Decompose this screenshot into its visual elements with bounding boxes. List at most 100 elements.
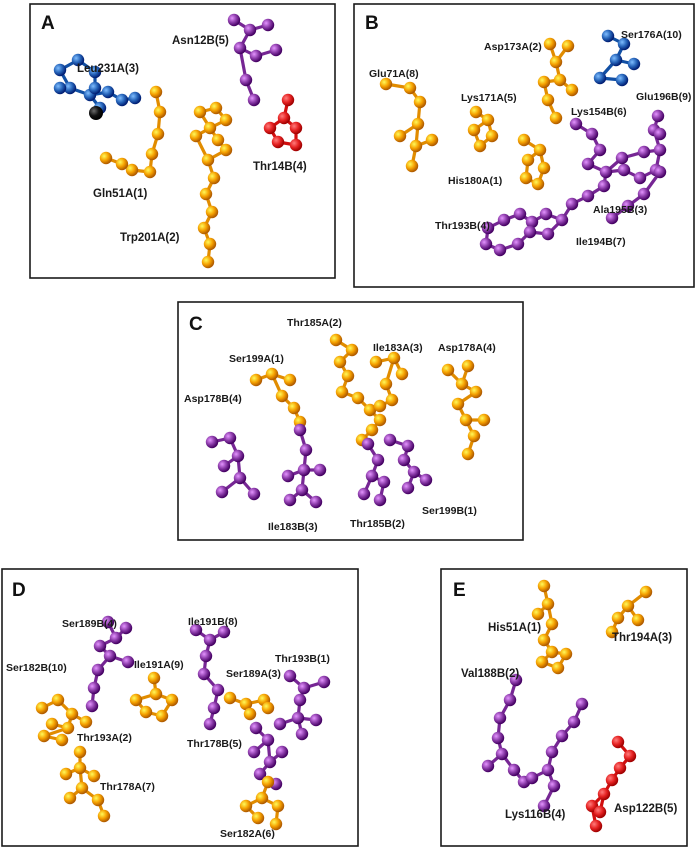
molecule-glu196b-atom <box>605 211 619 225</box>
molecule-asn12b-atom <box>269 43 283 57</box>
molecule-gln51a-atom <box>99 151 113 165</box>
molecule-thr185a-atom <box>365 423 379 437</box>
molecule-asp122b-atom <box>611 735 625 749</box>
molecule-lys154b-chain-atom <box>513 207 527 221</box>
molecule-thr185b-atom <box>357 487 371 501</box>
panel-e-letter: E <box>453 580 466 601</box>
molecule-ser189b-atom <box>87 681 101 695</box>
label-asp122b: Asp122B(5) <box>614 803 677 815</box>
molecule-thr178a <box>59 745 111 823</box>
molecule-trp201a-atom <box>201 153 215 167</box>
label-ser199a: Ser199A(1) <box>229 353 284 365</box>
molecule-ile183b-atom <box>309 495 323 509</box>
molecule-asn12b-atom <box>247 93 261 107</box>
molecule-gln51a-atom <box>151 127 165 141</box>
molecule-ile191a-atom <box>155 709 169 723</box>
molecule-val188b-atom <box>493 711 507 725</box>
molecule-thr14b-atom <box>263 121 277 135</box>
molecule-lys154b-chain-atom <box>539 207 553 221</box>
label-ser189a: Ser189A(3) <box>226 668 281 680</box>
molecule-his180a <box>517 133 551 191</box>
molecule-lys171a-atom <box>481 113 495 127</box>
molecule-thr178b-atom <box>253 767 267 781</box>
molecule-thr185a-atom <box>335 385 349 399</box>
molecule-trp201a-atom <box>219 143 233 157</box>
molecule-ser189b-atom <box>101 615 115 629</box>
molecule-thr193b <box>273 669 331 741</box>
label-ser199b: Ser199B(1) <box>422 505 477 517</box>
panel-d-letter: D <box>12 580 26 601</box>
molecule-asp173a-atom <box>553 73 567 87</box>
molecule-thr178a-atom <box>87 769 101 783</box>
molecule-ile191a <box>129 671 179 723</box>
molecule-lys154b-chain-atom <box>555 213 569 227</box>
label-val188b: Val188B(2) <box>461 668 519 680</box>
molecule-ser199b <box>383 433 433 495</box>
molecule-ser182a-atom <box>261 775 275 789</box>
molecule-glu71a <box>379 77 439 173</box>
molecule-ser189b-atom <box>103 649 117 663</box>
molecule-asp122b-atom <box>623 749 637 763</box>
molecule-leu231a-atom <box>88 65 102 79</box>
molecule-asp122b-atom <box>597 787 611 801</box>
molecule-leu231a-atom <box>88 81 102 95</box>
molecule-his51a-atom <box>537 633 551 647</box>
molecule-ile183b-atom <box>297 463 311 477</box>
molecule-ile191a-atom <box>147 671 161 685</box>
molecule-leu231a-atom <box>63 81 77 95</box>
molecule-asp122b-atom <box>605 773 619 787</box>
molecule-ser182a-atom <box>239 799 253 813</box>
molecule-asp173a-atom <box>543 37 557 51</box>
label-gln51a: Gln51A(1) <box>93 188 147 200</box>
molecule-gln51a-atom <box>115 157 129 171</box>
molecule-thr185b-atom <box>373 493 387 507</box>
molecule-ser176a-atom <box>593 71 607 85</box>
molecule-ser199b-atom <box>419 473 433 487</box>
molecule-asp178b-atom <box>217 459 231 473</box>
molecule-leu231a-atom <box>128 91 142 105</box>
molecule-thr185b-atom <box>361 437 375 451</box>
molecule-thr185b-atom <box>365 469 379 483</box>
molecule-thr194a-atom <box>621 599 635 613</box>
molecule-his51a-atom <box>559 647 573 661</box>
molecule-thr193b-atom <box>295 727 309 741</box>
molecule-ser189b <box>85 615 135 713</box>
molecule-thr193a-atom <box>79 715 93 729</box>
label-ser189b: Ser189B(4) <box>62 618 117 630</box>
label-ile194b: Ile194B(7) <box>576 236 626 248</box>
molecule-lys154b-chain-atom <box>581 189 595 203</box>
molecule-asp173a-atom <box>537 75 551 89</box>
molecule-lys154b-chain-atom <box>497 213 511 227</box>
molecule-asp178a-atom <box>467 429 481 443</box>
molecule-ser176a-atom <box>601 29 615 43</box>
label-thr193b: Thr193B(1) <box>275 653 330 665</box>
molecule-asp178b-atom <box>247 487 261 501</box>
molecule-thr185a-atom <box>329 333 343 347</box>
molecule-ser199b-atom <box>383 433 397 447</box>
molecule-lys154b-chain-atom <box>541 227 555 241</box>
molecule-thr178a-atom <box>97 809 111 823</box>
molecule-lys116b-atom <box>567 715 581 729</box>
molecule-thr14b-atom <box>289 121 303 135</box>
molecule-asp173a-atom <box>561 39 575 53</box>
label-ser182a: Ser182A(6) <box>220 828 275 840</box>
molecule-asp173a-atom <box>541 93 555 107</box>
molecule-asp178a-atom <box>459 413 473 427</box>
molecule-ser189a-atom <box>243 707 257 721</box>
molecule-ile183b-atom <box>299 443 313 457</box>
molecule-lys171a-atom <box>485 129 499 143</box>
molecule-asp178b <box>205 431 261 501</box>
molecule-glu196b-atom <box>653 165 667 179</box>
molecule-asn12b-atom <box>227 13 241 27</box>
molecule-his51a-atom <box>541 597 555 611</box>
molecule-ser199b-atom <box>407 465 421 479</box>
molecule-lys154b-chain <box>479 109 667 257</box>
molecule-ser176a-atom <box>627 57 641 71</box>
molecule-asp178a <box>441 359 491 461</box>
molecule-ser182a-atom <box>271 799 285 813</box>
molecule-ile191b-atom <box>207 701 221 715</box>
molecule-ile191a-atom <box>139 705 153 719</box>
molecule-lys154b-chain-atom <box>615 151 629 165</box>
molecule-glu71a-atom <box>405 159 419 173</box>
panel-e: E <box>440 568 688 847</box>
